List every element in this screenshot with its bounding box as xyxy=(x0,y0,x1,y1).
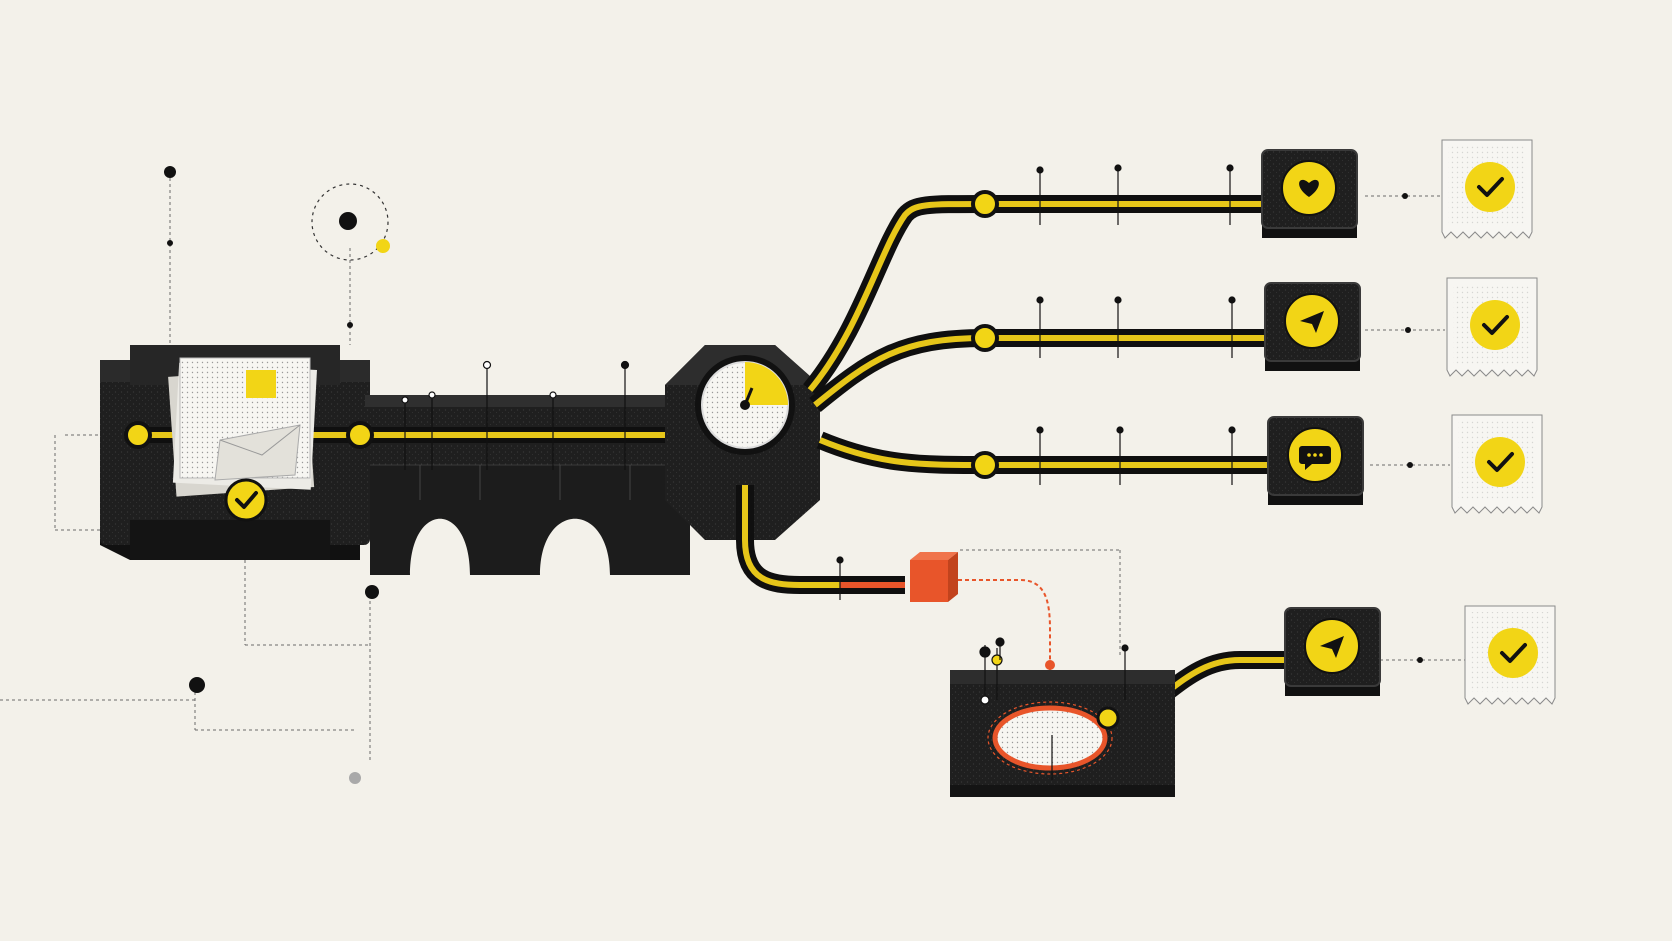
check-icon xyxy=(1470,300,1520,350)
paper-plane-icon xyxy=(1284,293,1340,349)
paper-plane-icon xyxy=(1304,618,1360,674)
branch-nodes xyxy=(971,190,999,479)
gauge-icon xyxy=(695,355,795,455)
error-connector xyxy=(958,579,1051,720)
orbit-icon xyxy=(311,183,390,261)
channel-send-receipt xyxy=(1446,277,1538,377)
branch-ticks xyxy=(836,164,1236,600)
source-check-icon xyxy=(224,478,268,522)
channel-chat-box xyxy=(1267,416,1364,505)
heart-icon xyxy=(1281,160,1337,216)
check-icon xyxy=(1465,162,1515,212)
channel-retry-receipt xyxy=(1464,605,1556,705)
check-icon xyxy=(1488,628,1538,678)
guide-lines xyxy=(0,172,1465,760)
retry-ring-icon xyxy=(979,637,1129,780)
channel-chat-receipt xyxy=(1451,414,1543,514)
error-cube-icon xyxy=(910,552,958,602)
branch-tracks xyxy=(736,195,1290,727)
guide-dots xyxy=(164,166,1423,784)
channel-send-box xyxy=(1264,282,1361,371)
channel-heart-receipt xyxy=(1441,139,1533,239)
check-icon xyxy=(1475,437,1525,487)
bridge xyxy=(365,395,690,575)
channel-heart-box xyxy=(1261,149,1358,238)
chat-bubble-icon xyxy=(1287,427,1343,483)
documents-icon xyxy=(168,357,317,497)
channel-retry-box xyxy=(1284,607,1381,696)
